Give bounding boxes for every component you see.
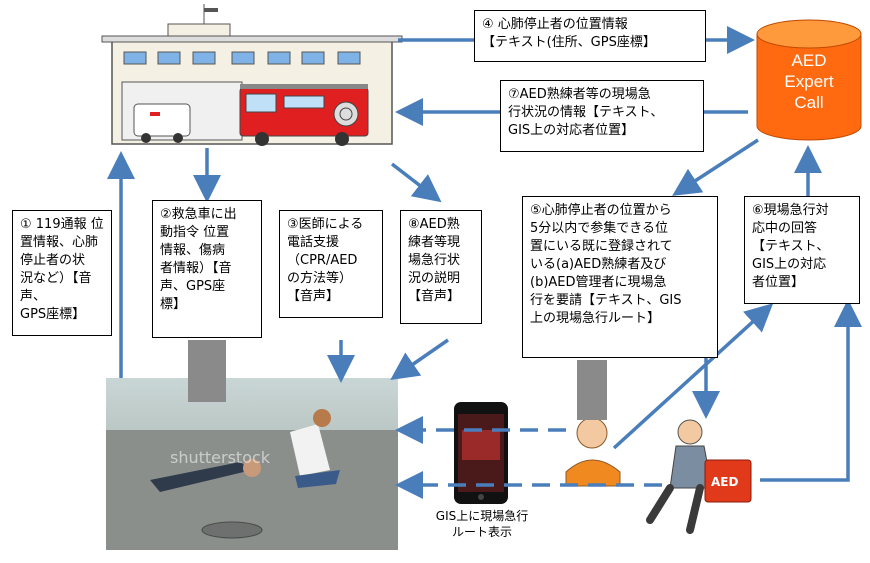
aed-case-label: AED [711,475,739,489]
smartphone-illustration [454,402,508,504]
arrow-station-to-box8 [390,162,442,203]
server-label-line: Call [794,93,824,112]
running-responder-illustration [646,419,752,534]
step-2-dispatch-ambulance: ②救急車に出 動指令 位置 情報、傷病 者情報）【音 声、GPS座 標】 [152,200,262,338]
step-1-emergency-call: ① 119通報 位 置情報、心肺 停止者の状 況など）【音声、 GPS座標】 [12,210,112,336]
message-4-location-info: ④ 心肺停止者の位置情報 【テキスト(住所、GPS座標】 [474,10,706,62]
step-5-request-responders: ⑤心肺停止者の位置から 5分以内で参集できる位 置にいる既に登録されて いる(a… [522,196,718,358]
aed-expert-call-label: AED Expert Call [757,50,861,113]
step-8-status-explanation: ⑧AED熟 練者等現 場急行状 況の説明 【音声】 [400,210,482,324]
scene-photo [106,378,398,550]
arrow-operator-to-box6 [612,303,774,450]
server-label-line: AED [791,51,827,70]
step-6-responder-reply: ⑥現場急行対 応中の回答 【テキスト、 GIS上の対応 者位置】 [744,196,860,304]
arrow-box8-to-scene [390,338,449,380]
photo-watermark: shutterstock [170,448,271,467]
redaction-block [188,340,226,402]
aed-expert-call-server [756,19,862,141]
server-label-line: Expert [784,72,834,91]
arrow-server-to-box5 [672,138,759,196]
message-7-responder-status: ⑦AED熟練者等の現場急 行状況の情報【テキスト、 GIS上の対応者位置】 [500,80,704,152]
fire-station-illustration [101,4,403,146]
phone-caption: GIS上に現場急行 ルート表示 [435,509,529,539]
redaction-block [577,360,607,420]
arrow-responder-to-box6 [760,299,862,482]
operator-illustration [565,417,621,487]
step-3-doctor-phone-support: ③医師による 電話支援 （CPR/AED の方法等） 【音声】 [279,210,383,318]
